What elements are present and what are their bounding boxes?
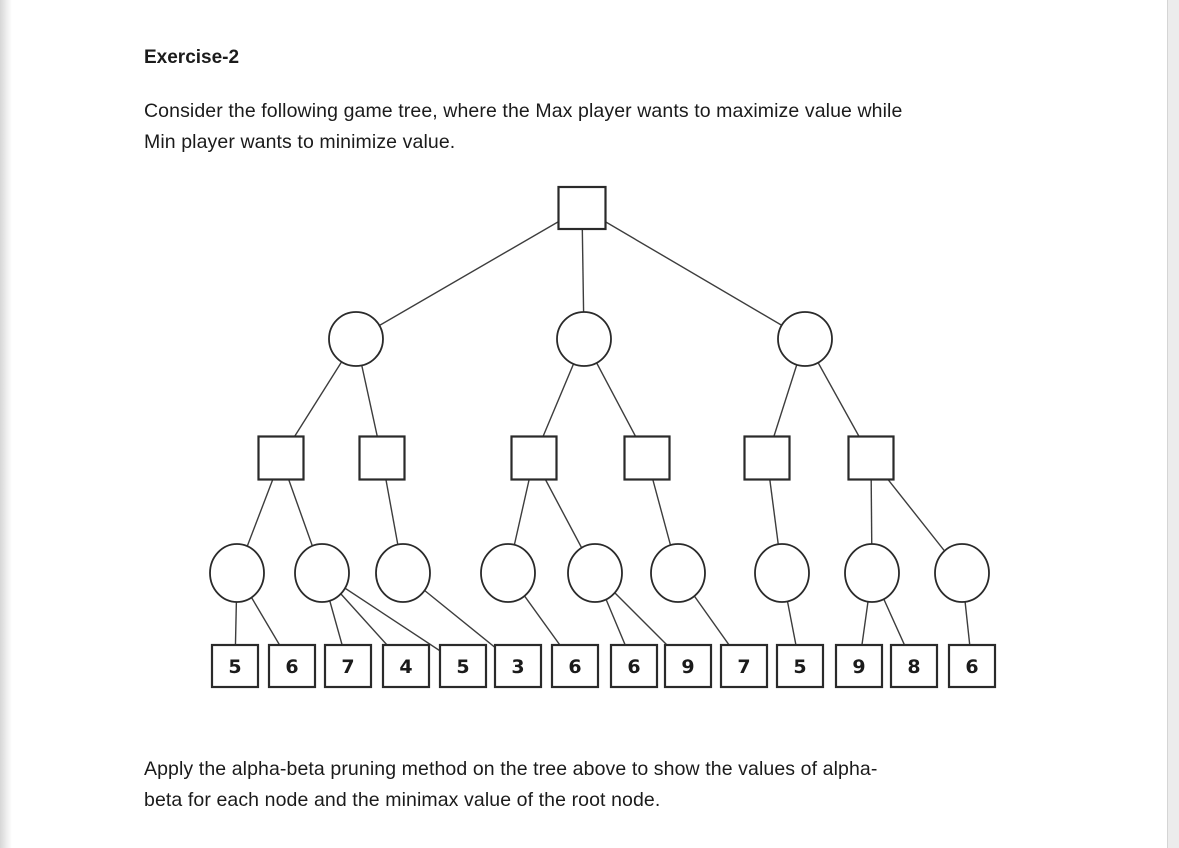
leaf-value: 3 — [511, 656, 524, 678]
tree-node-x1 — [257, 435, 305, 481]
leaf-value: 6 — [285, 656, 298, 678]
leaf-value: 6 — [627, 656, 640, 678]
tree-node-n3 — [375, 543, 431, 603]
tree-edge-root-m3 — [581, 207, 806, 340]
leaf-value: 9 — [681, 656, 694, 678]
tree-node-l4 — [381, 643, 431, 689]
tree-node-x6 — [847, 435, 895, 481]
intro-line-1: Consider the following game tree, where … — [144, 100, 903, 122]
intro-line-2: Min player wants to minimize value. — [144, 131, 456, 153]
tree-node-n9 — [934, 543, 990, 603]
tree-node-l2 — [267, 643, 317, 689]
tree-node-n4 — [480, 543, 536, 603]
tree-node-l6 — [493, 643, 543, 689]
tree-node-n5 — [567, 543, 623, 603]
leaf-value: 4 — [399, 656, 412, 678]
leaf-value: 5 — [793, 656, 806, 678]
tree-node-l11 — [775, 643, 825, 689]
tree-node-l5 — [438, 643, 488, 689]
tree-node-m1 — [328, 311, 384, 367]
tree-node-n2 — [294, 543, 350, 603]
tree-node-l13 — [889, 643, 939, 689]
tree-node-x3 — [510, 435, 558, 481]
task-line-2: beta for each node and the minimax value… — [144, 789, 661, 811]
page-left-edge — [0, 0, 12, 848]
leaf-value: 6 — [568, 656, 581, 678]
leaf-value: 7 — [341, 656, 354, 678]
tree-node-l14 — [947, 643, 997, 689]
tree-node-l9 — [663, 643, 713, 689]
tree-node-n8 — [844, 543, 900, 603]
tree-node-x4 — [623, 435, 671, 481]
tree-node-l7 — [550, 643, 600, 689]
tree-node-l8 — [609, 643, 659, 689]
leaf-value: 8 — [907, 656, 920, 678]
tree-node-l10 — [719, 643, 769, 689]
page-right-edge — [1167, 0, 1179, 848]
tree-node-m2 — [556, 311, 612, 367]
tree-node-l12 — [834, 643, 884, 689]
task-paragraph: Apply the alpha-beta pruning method on t… — [144, 754, 877, 816]
intro-paragraph: Consider the following game tree, where … — [144, 96, 902, 158]
tree-node-root — [557, 185, 607, 231]
tree-node-l3 — [323, 643, 373, 689]
exercise-heading: Exercise-2 — [144, 47, 240, 68]
tree-node-m3 — [777, 311, 833, 367]
tree-node-n7 — [754, 543, 810, 603]
tree-node-x2 — [358, 435, 406, 481]
tree-node-n6 — [650, 543, 706, 603]
leaf-value: 6 — [965, 656, 978, 678]
leaf-value: 5 — [228, 656, 241, 678]
leaf-value: 9 — [852, 656, 865, 678]
tree-node-x5 — [743, 435, 791, 481]
tree-node-l1 — [210, 643, 260, 689]
task-line-1: Apply the alpha-beta pruning method on t… — [144, 758, 878, 780]
leaf-value: 5 — [456, 656, 469, 678]
leaf-value: 7 — [737, 656, 750, 678]
tree-edge-root-m1 — [355, 207, 583, 340]
tree-node-n1 — [209, 543, 265, 603]
